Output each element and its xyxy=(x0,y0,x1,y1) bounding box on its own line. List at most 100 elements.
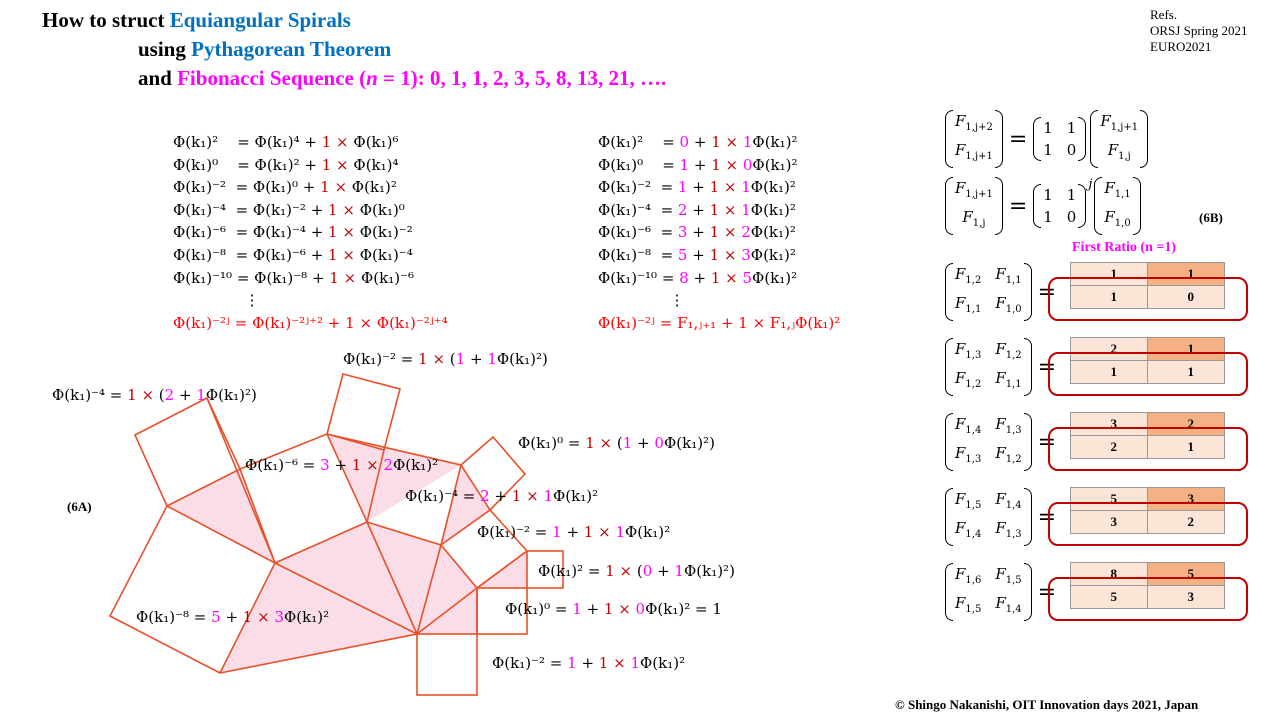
equation-term: 1 xyxy=(615,523,625,541)
matrix-number: 0 xyxy=(1066,141,1077,159)
equation-term: 1 × xyxy=(328,223,360,242)
equation-term: Φ(k₁)² xyxy=(284,608,330,626)
equation-term: 1 xyxy=(196,386,206,404)
matrix-entry: F1,3 xyxy=(995,415,1022,436)
square xyxy=(526,550,564,589)
equation-term: 3 xyxy=(274,608,284,626)
matrix-entry: F1,4 xyxy=(995,490,1022,511)
diagram-equation-label: Φ(k₁)⁻⁴ = 2 + 1 × 1Φ(k₁)² xyxy=(405,487,598,505)
identity-equation: Φ(k₁)⁻⁴ = Φ(k₁)⁻² + 1 × Φ(k₁)⁰ xyxy=(173,199,448,222)
equation-term: Φ(k₁)⁻² = xyxy=(343,350,419,368)
diagram-equation-label: Φ(k₁)⁻² = 1 + 1 × 1Φ(k₁)² xyxy=(492,654,685,672)
equation-term: Φ(k₁)⁻² xyxy=(359,223,413,242)
equation-term: 3 xyxy=(741,245,751,264)
diagram-equation-label: Φ(k₁)⁻⁸ = 5 + 1 × 3Φ(k₁)² xyxy=(136,608,329,626)
equation-term: + xyxy=(576,654,599,672)
matrix-entry: F1,2 xyxy=(955,265,982,286)
matrix-entry: F1,j+1 xyxy=(955,179,993,200)
equation-term: 1 xyxy=(677,178,688,197)
matrix-entry: F1,2 xyxy=(955,369,982,390)
equation-term: Φ(k₁)⁻⁴ = Φ(k₁)⁻² + xyxy=(173,200,329,219)
pink-triangle xyxy=(441,465,490,545)
label-6a: (6A) xyxy=(67,499,92,514)
equation-term: 2 xyxy=(383,456,393,474)
equation-term: Φ(k₁)⁰ = Φ(k₁)² + xyxy=(173,155,322,174)
equation-term: 1 × xyxy=(351,456,384,474)
matrix-entry: F1,j+2 xyxy=(955,112,993,133)
equation-term: 5 xyxy=(742,268,753,287)
diagram-equation-label: Φ(k₁)⁻² = 1 × (1 + 1Φ(k₁)²) xyxy=(343,350,548,368)
matrix-entry: F1,2 xyxy=(995,444,1022,465)
matrix-entry: F1,j+1 xyxy=(1100,112,1139,133)
equation-term: 0 xyxy=(742,155,753,174)
equation-term: 1 × xyxy=(242,608,275,626)
equation-term: Φ(k₁)² xyxy=(750,245,796,264)
ratio-cell: 3 xyxy=(1070,412,1148,436)
equation-term: Φ(k₁)² = 1 xyxy=(645,600,722,618)
equation-term: Φ(k₁)² xyxy=(553,487,599,505)
equation-term: Φ(k₁)⁻⁶ = xyxy=(598,223,678,242)
equation-term: 1 × xyxy=(585,434,617,452)
ratio-cell: 1 xyxy=(1070,285,1148,309)
diagram-equation-label: Φ(k₁)⁰ = 1 + 1 × 0Φ(k₁)² = 1 xyxy=(505,600,722,618)
equation-term: + xyxy=(561,523,584,541)
equation-term: 1 xyxy=(674,562,684,580)
equation-term: 1 xyxy=(572,600,582,618)
pink-triangle xyxy=(275,522,417,634)
equation-term: 1 × xyxy=(328,200,360,219)
equation-term: 0 xyxy=(642,562,653,580)
equation-term: ( xyxy=(158,386,165,404)
equation-term: Φ(k₁)⁻⁴ xyxy=(359,245,413,264)
matrix-entry: F1,5 xyxy=(955,594,982,615)
equation-term: 1 × xyxy=(605,562,637,580)
ratio-cell: 3 xyxy=(1147,487,1225,511)
matrix-entry: F1,j xyxy=(962,208,986,229)
equation-term: + xyxy=(329,456,352,474)
highlight-box xyxy=(1048,352,1248,396)
square xyxy=(416,633,478,696)
equation-term: + xyxy=(220,608,243,626)
matrix-number: 1 xyxy=(1066,186,1077,204)
ratio-cell: 2 xyxy=(1070,435,1148,459)
highlight-box xyxy=(1048,502,1248,546)
matrix-entry: F1,1 xyxy=(995,265,1022,286)
equation-term: 8 xyxy=(679,268,689,287)
equation-term: 2 xyxy=(677,200,688,219)
equation-term: + xyxy=(688,268,711,287)
equation-term: 1 × xyxy=(329,268,361,287)
equation-term: Φ(k₁)²) xyxy=(496,350,548,368)
ratio-cell: 1 xyxy=(1147,360,1225,384)
equation-term: + xyxy=(652,562,675,580)
fibonacci-equation: Φ(k₁)⁻⁶ = 3 + 1 × 2Φ(k₁)² xyxy=(598,221,840,244)
equation-term: + xyxy=(689,133,712,151)
equation-term: Φ(k₁)⁰ xyxy=(359,200,405,219)
highlight-box xyxy=(1048,277,1248,321)
equation-term: + xyxy=(465,350,488,368)
equation-term: Φ(k₁)²) xyxy=(663,434,715,452)
equation-term: Φ(k₁)⁻⁸ = xyxy=(598,245,678,264)
equation-term: 1 × xyxy=(709,223,742,242)
matrix-entry: F1,4 xyxy=(955,519,982,540)
fibonacci-equation: Φ(k₁)⁻⁸ = 5 + 1 × 3Φ(k₁)² xyxy=(598,244,840,267)
equation-term: 3 xyxy=(320,456,330,474)
diagram-equation-label: Φ(k₁)⁰ = 1 × (1 + 0Φ(k₁)²) xyxy=(518,434,715,452)
title-line-2: using Pythagorean Theorem xyxy=(138,37,392,61)
diagram-equation-label: Φ(k₁)² = 1 × (0 + 1Φ(k₁)²) xyxy=(538,562,735,580)
equation-term: Φ(k₁)² xyxy=(752,155,798,174)
equation-term: 1 × xyxy=(709,200,742,219)
fibonacci-equation: Φ(k₁)⁰ = 1 + 1 × 0Φ(k₁)² xyxy=(598,154,840,177)
equation-term: 1 × xyxy=(710,268,743,287)
equation-term: Φ(k₁)⁴ xyxy=(353,155,399,174)
matrix-number: 0 xyxy=(1066,208,1077,226)
equation-term: Φ(k₁)⁻² = Φ(k₁)⁰ + xyxy=(173,178,321,197)
ref-label: Refs. xyxy=(1150,7,1178,22)
equation-term: Φ(k₁)⁻⁴ = xyxy=(598,200,678,219)
equation-term: Φ(k₁)⁻¹⁰ = xyxy=(598,268,680,287)
